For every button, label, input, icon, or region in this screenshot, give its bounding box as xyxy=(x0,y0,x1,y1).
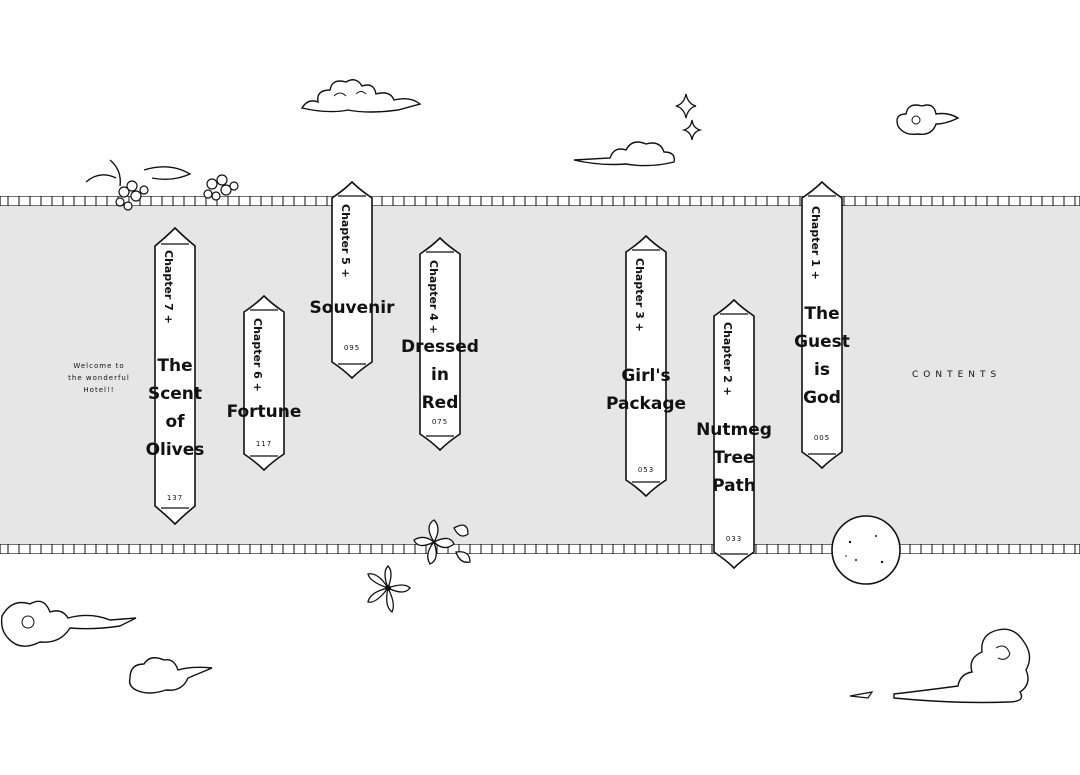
moon-icon xyxy=(831,515,901,585)
chapter-6-title: Fortune xyxy=(220,398,308,426)
chapter-4-tag[interactable]: Chapter 4 + 075 xyxy=(418,236,462,452)
welcome-line-1: Welcome to xyxy=(73,362,125,370)
flower-icon xyxy=(367,565,411,613)
chapter-label: Chapter 1 + xyxy=(809,206,822,280)
contents-heading: CONTENTS xyxy=(912,370,1002,380)
chapter-label: Chapter 7 + xyxy=(162,250,175,324)
chapter-3-tag[interactable]: Chapter 3 + 053 xyxy=(624,234,668,498)
page-number: 075 xyxy=(431,418,449,426)
title-line: Fortune xyxy=(226,402,302,422)
flower-icon xyxy=(85,159,239,211)
chapter-5-title: Souvenir xyxy=(308,294,396,322)
chapter-2-title: Nutmeg Tree Path xyxy=(690,416,778,500)
chapter-1-tag[interactable]: Chapter 1 + 005 xyxy=(800,180,844,470)
title-line: Dressed xyxy=(401,337,479,357)
cloud-icon xyxy=(849,628,1031,704)
title-line: Souvenir xyxy=(309,298,395,318)
welcome-text: Welcome to the wonderful Hotel!! xyxy=(58,360,140,396)
title-line: God xyxy=(803,388,841,408)
chapter-label: Chapter 4 + xyxy=(427,260,440,334)
chapter-1-title: The Guest is God xyxy=(784,300,860,412)
chapter-7-title: The Scent of Olives xyxy=(140,352,210,464)
chapter-label: Chapter 3 + xyxy=(633,258,646,332)
page-number: 053 xyxy=(637,466,655,474)
title-line: The xyxy=(157,356,193,376)
chapter-label: Chapter 5 + xyxy=(339,204,352,278)
title-line: The xyxy=(804,304,840,324)
title-line: Red xyxy=(421,393,459,413)
page-number: 095 xyxy=(343,344,361,352)
title-line: Package xyxy=(605,394,687,414)
title-line: Guest xyxy=(794,332,850,352)
title-line: Nutmeg xyxy=(696,420,772,440)
title-line: Path xyxy=(712,476,756,496)
welcome-line-2: the wonderful xyxy=(68,374,130,382)
page-number: 005 xyxy=(813,434,831,442)
cloud-icon xyxy=(128,657,213,694)
flower-icon xyxy=(413,519,471,565)
sparkle-icon xyxy=(675,93,703,141)
welcome-line-3: Hotel!! xyxy=(83,386,115,394)
title-line: in xyxy=(431,365,449,385)
cloud-icon xyxy=(896,104,960,136)
cloud-icon xyxy=(300,79,422,113)
cloud-icon xyxy=(0,600,137,647)
chapter-label: Chapter 2 + xyxy=(721,322,734,396)
page-number: 033 xyxy=(725,535,743,543)
title-line: Tree xyxy=(713,448,755,468)
chapter-3-title: Girl's Package xyxy=(602,362,690,418)
page-number: 137 xyxy=(166,494,184,502)
title-line: Scent xyxy=(147,384,203,404)
cloud-icon xyxy=(573,141,675,167)
chapter-6-tag[interactable]: Chapter 6 + 117 xyxy=(242,294,286,472)
title-line: of xyxy=(165,412,185,432)
top-rail xyxy=(0,196,1080,206)
chapter-5-tag[interactable]: Chapter 5 + 095 xyxy=(330,180,374,380)
title-line: Olives xyxy=(145,440,205,460)
chapter-label: Chapter 6 + xyxy=(251,318,264,392)
chapter-7-tag[interactable]: Chapter 7 + 137 xyxy=(153,226,197,526)
chapter-4-title: Dressed in Red xyxy=(398,333,482,417)
chapter-2-tag[interactable]: Chapter 2 + 033 xyxy=(712,298,756,570)
bottom-rail xyxy=(0,544,1080,554)
title-line: Girl's xyxy=(621,366,671,386)
title-line: is xyxy=(814,360,830,380)
page-number: 117 xyxy=(255,440,273,448)
